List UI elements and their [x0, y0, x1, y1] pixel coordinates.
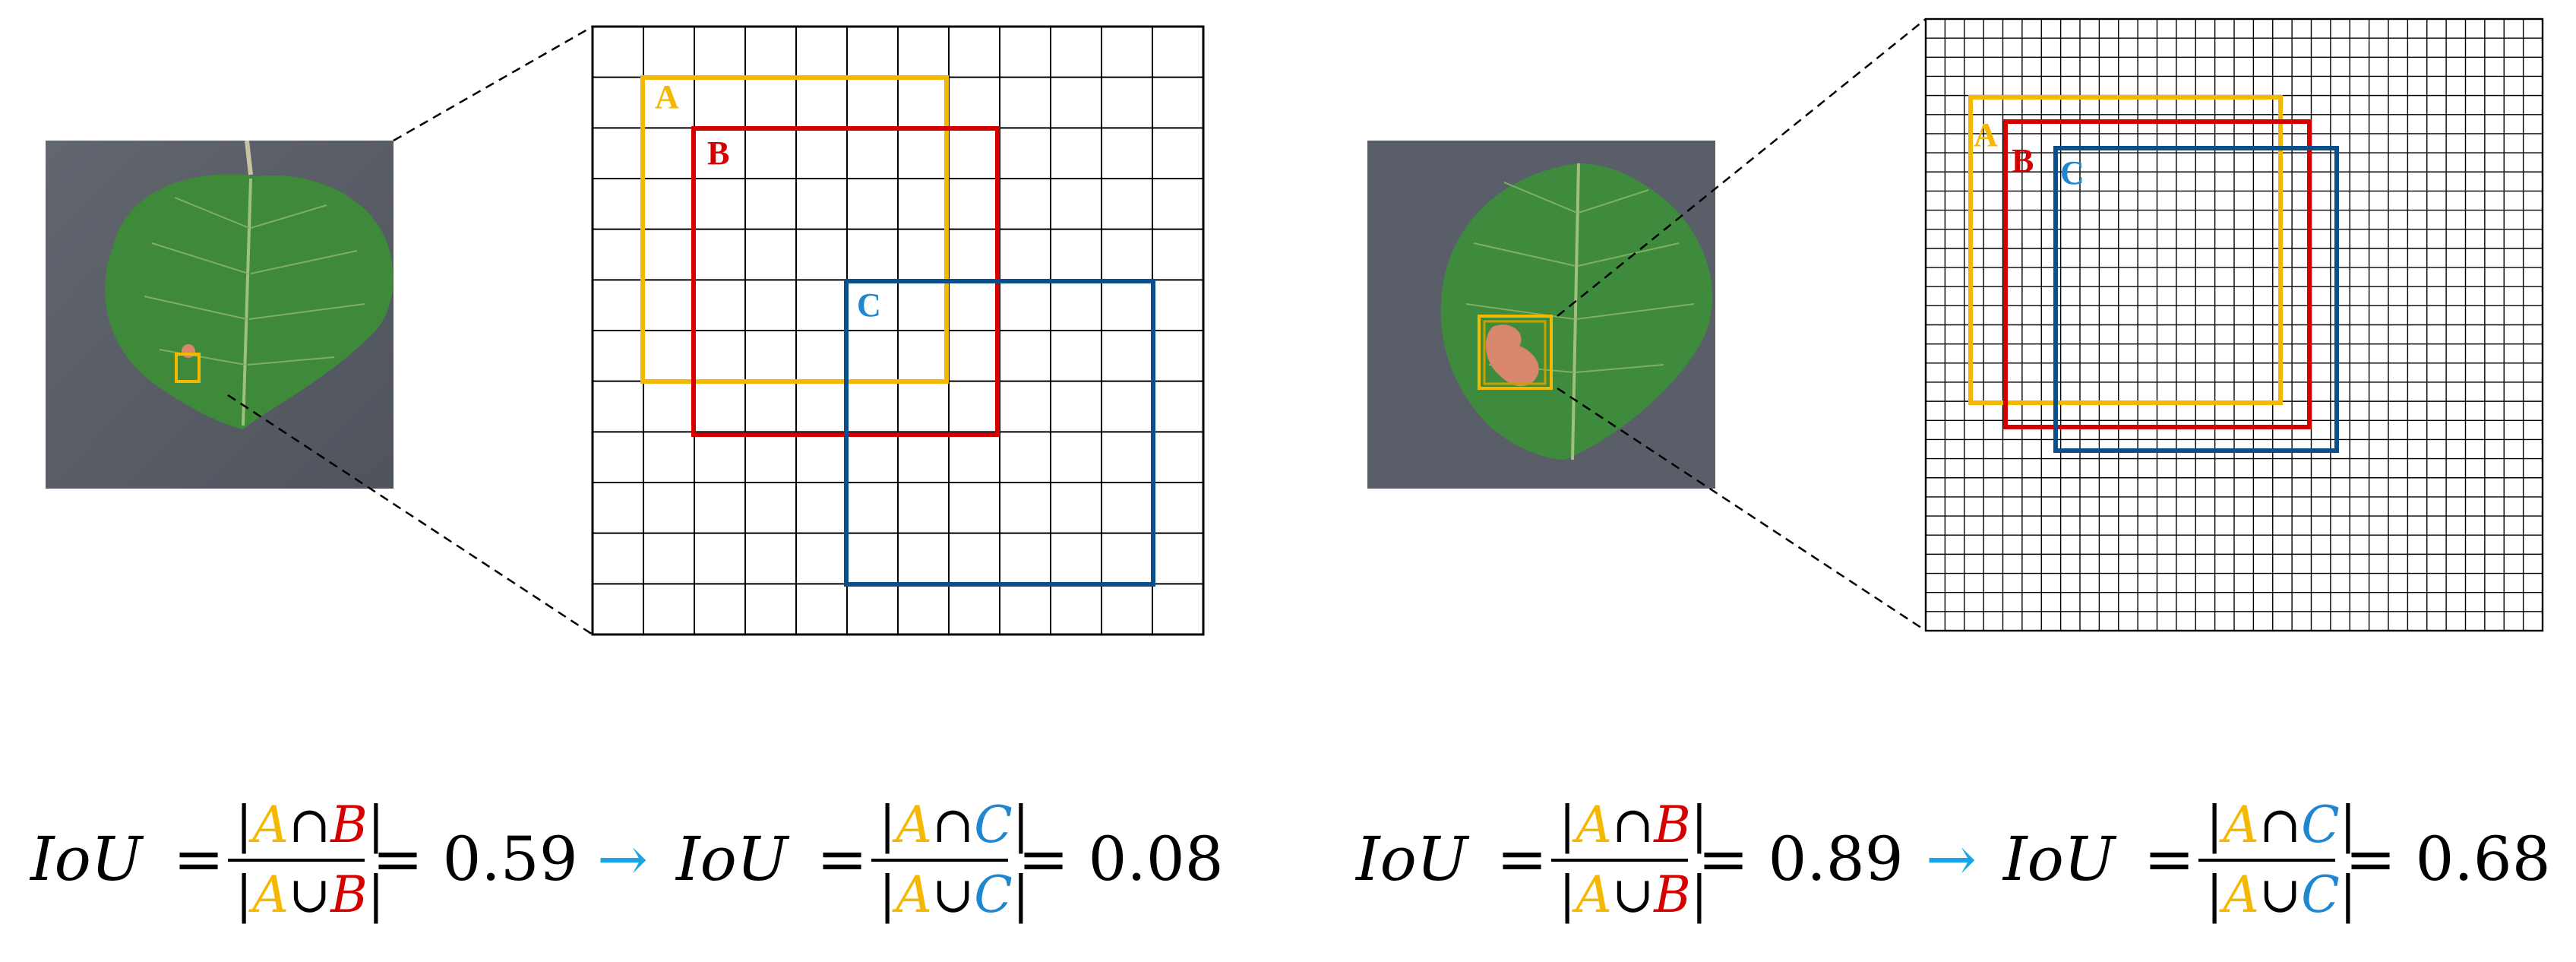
formula-value-right-2: = 0.68 — [2345, 824, 2551, 894]
den-op: ∪ — [2259, 865, 2301, 924]
zoom-line-bottom-left — [227, 394, 593, 636]
den-c: C — [2301, 865, 2340, 924]
den-bar-close: | — [2340, 865, 2356, 924]
box-a-right — [1968, 95, 2283, 405]
num-a: A — [891, 796, 932, 854]
formula-right: IoU = |A∩B| |A∪B| = 0.89 → IoU = |A∩C| |… — [1354, 796, 2551, 924]
leaf-crop-box-right-inner — [1483, 320, 1547, 385]
label-c-left: C — [857, 286, 881, 324]
formula-value-left-1: = 0.59 — [372, 824, 578, 894]
formula-eq-right-2: = — [2144, 824, 2195, 894]
num-op: ∩ — [289, 796, 330, 854]
arrow-right-icon: → — [1926, 824, 1977, 894]
formula-value-right-1: = 0.89 — [1698, 824, 1904, 894]
num-a: A — [248, 796, 289, 854]
fraction-left-1: |A∩B| |A∪B| — [228, 796, 384, 924]
formula-lhs-left-2: IoU — [675, 824, 790, 894]
label-c-right: C — [2060, 154, 2085, 191]
num-bar-open: | — [2206, 796, 2223, 854]
num-bar-open: | — [879, 796, 896, 854]
num-c: C — [974, 796, 1013, 854]
den-bar-close: | — [1013, 865, 1029, 924]
frac-num-left-1: |A∩B| — [235, 796, 384, 854]
den-a: A — [248, 865, 289, 924]
num-bar-close: | — [368, 796, 384, 854]
fraction-right-2: |A∩C| |A∪C| — [2198, 796, 2356, 924]
formula-left: IoU = |A∩B| |A∪B| = 0.59 → IoU = |A∩C| |… — [29, 796, 1224, 924]
num-op: ∩ — [1612, 796, 1654, 854]
formula-lhs-right-2: IoU — [2002, 824, 2117, 894]
fraction-right-1: |A∩B| |A∪B| — [1551, 796, 1708, 924]
zoom-line-top-left — [393, 25, 593, 142]
formula-eq-left-2: = — [817, 824, 868, 894]
formula-lhs-right-1: IoU — [1354, 824, 1470, 894]
den-op: ∪ — [1612, 865, 1654, 924]
leaf-crop-box-right — [1478, 315, 1553, 390]
label-b-left: B — [707, 134, 729, 172]
box-c-left — [844, 279, 1155, 587]
panel-left: A B C — [46, 25, 1205, 636]
zoom-line-top-right — [1557, 18, 1926, 317]
den-op: ∪ — [289, 865, 330, 924]
den-a: A — [1571, 865, 1612, 924]
num-b: B — [1653, 796, 1691, 854]
leaf-photo-left — [46, 140, 394, 489]
frac-den-left-2: |A∪C| — [879, 865, 1029, 924]
den-bar-open: | — [879, 865, 896, 924]
box-b-right — [2003, 119, 2312, 429]
label-a-left: A — [655, 78, 679, 116]
leaf-photo-right — [1367, 141, 1715, 489]
frac-num-right-1: |A∩B| — [1559, 796, 1708, 854]
den-bar-open: | — [235, 865, 252, 924]
lesion-right — [1485, 324, 1539, 387]
panel-right: A B C — [1367, 17, 2544, 632]
formula-value-left-2: = 0.08 — [1018, 824, 1224, 894]
fraction-left-2: |A∩C| |A∪C| — [871, 796, 1029, 924]
num-bar-open: | — [1559, 796, 1576, 854]
num-bar-close: | — [1013, 796, 1029, 854]
box-c-right — [2053, 146, 2339, 453]
den-b: B — [1653, 865, 1691, 924]
den-b: B — [330, 865, 368, 924]
box-a-left — [640, 75, 949, 384]
formula-eq-right-1: = — [1497, 824, 1547, 894]
num-b: B — [330, 796, 368, 854]
den-bar-open: | — [1559, 865, 1576, 924]
den-op: ∪ — [932, 865, 974, 924]
arrow-right-icon: → — [597, 824, 648, 894]
den-bar-close: | — [368, 865, 384, 924]
frac-num-left-2: |A∩C| — [879, 796, 1029, 854]
frac-num-right-2: |A∩C| — [2206, 796, 2356, 854]
label-a-right: A — [1974, 116, 1998, 153]
frac-den-right-2: |A∪C| — [2206, 865, 2356, 924]
num-bar-open: | — [235, 796, 252, 854]
den-a: A — [891, 865, 932, 924]
formula-lhs-left-1: IoU — [29, 824, 144, 894]
den-bar-close: | — [1691, 865, 1708, 924]
label-b-right: B — [2012, 142, 2034, 179]
frac-den-right-1: |A∪B| — [1559, 865, 1708, 924]
num-bar-close: | — [1691, 796, 1708, 854]
frac-den-left-1: |A∪B| — [235, 865, 384, 924]
den-a: A — [2218, 865, 2259, 924]
num-a: A — [1571, 796, 1612, 854]
zoom-line-bottom-right — [1557, 387, 1926, 632]
den-bar-open: | — [2206, 865, 2223, 924]
grid-left — [591, 25, 1205, 636]
num-c: C — [2301, 796, 2340, 854]
num-bar-close: | — [2340, 796, 2356, 854]
den-c: C — [974, 865, 1013, 924]
leaf-crop-box-left — [175, 353, 201, 383]
lesion-left — [182, 344, 195, 358]
grid-right — [1924, 17, 2544, 632]
num-a: A — [2218, 796, 2259, 854]
formula-eq-left-1: = — [173, 824, 224, 894]
num-op: ∩ — [932, 796, 974, 854]
num-op: ∩ — [2259, 796, 2301, 854]
